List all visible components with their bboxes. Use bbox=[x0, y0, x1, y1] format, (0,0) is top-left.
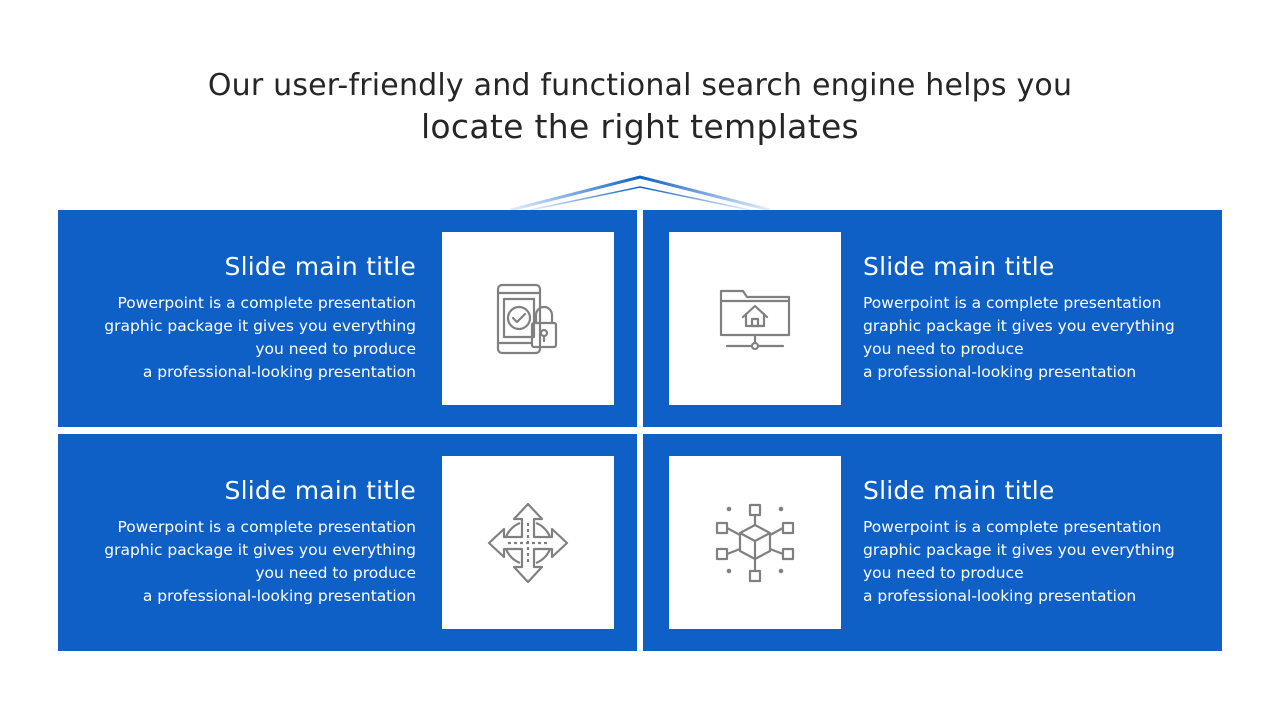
panel-body-line: a professional-looking presentation bbox=[863, 587, 1137, 605]
move-arrows-icon bbox=[487, 502, 569, 583]
panel-body-line: a professional-looking presentation bbox=[142, 363, 416, 381]
panel-body-line: you need to produce bbox=[863, 564, 1024, 582]
panel-title: Slide main title bbox=[863, 476, 1055, 505]
heading-line-2: locate the right templates bbox=[420, 107, 860, 146]
feature-panel-4: Slide main title Powerpoint is a complet… bbox=[643, 434, 1222, 651]
icon-box bbox=[669, 232, 841, 405]
panel-body-line: you need to produce bbox=[255, 564, 416, 582]
panel-body: Powerpoint is a complete presentation gr… bbox=[863, 292, 1203, 384]
panel-body-line: Powerpoint is a complete presentation bbox=[117, 294, 417, 312]
roof-decoration bbox=[510, 175, 770, 212]
panel-body-line: graphic package it gives you everything bbox=[863, 317, 1175, 335]
panel-text: Slide main title Powerpoint is a complet… bbox=[863, 250, 1203, 384]
panel-title: Slide main title bbox=[863, 252, 1055, 281]
panel-body-line: Powerpoint is a complete presentation bbox=[863, 294, 1162, 312]
panel-body: Powerpoint is a complete presentation gr… bbox=[76, 516, 416, 608]
icon-box bbox=[442, 456, 614, 629]
panel-title: Slide main title bbox=[224, 476, 416, 505]
panel-body-line: graphic package it gives you everything bbox=[104, 541, 416, 559]
panel-body-line: a professional-looking presentation bbox=[142, 587, 416, 605]
panel-text: Slide main title Powerpoint is a complet… bbox=[863, 474, 1203, 608]
cube-network-icon bbox=[715, 503, 795, 582]
panel-body: Powerpoint is a complete presentation gr… bbox=[863, 516, 1203, 608]
panel-body-line: a professional-looking presentation bbox=[863, 363, 1137, 381]
heading-line-1: Our user-friendly and functional search … bbox=[207, 68, 1073, 103]
icon-box bbox=[442, 232, 614, 405]
panel-title: Slide main title bbox=[224, 252, 416, 281]
panel-text: Slide main title Powerpoint is a complet… bbox=[76, 250, 416, 384]
feature-panel-3: Slide main title Powerpoint is a complet… bbox=[58, 434, 637, 651]
feature-panel-1: Slide main title Powerpoint is a complet… bbox=[58, 210, 637, 427]
folder-network-icon bbox=[719, 289, 791, 350]
panel-text: Slide main title Powerpoint is a complet… bbox=[76, 474, 416, 608]
panel-body-line: you need to produce bbox=[863, 340, 1024, 358]
slide-heading: Our user-friendly and functional search … bbox=[0, 66, 1280, 148]
panel-body: Powerpoint is a complete presentation gr… bbox=[76, 292, 416, 384]
panel-body-line: Powerpoint is a complete presentation bbox=[117, 518, 417, 536]
panel-body-line: Powerpoint is a complete presentation bbox=[863, 518, 1162, 536]
panel-body-line: you need to produce bbox=[255, 340, 416, 358]
panel-body-line: graphic package it gives you everything bbox=[863, 541, 1175, 559]
phone-lock-icon bbox=[496, 283, 558, 354]
panel-body-line: graphic package it gives you everything bbox=[104, 317, 416, 335]
icon-box bbox=[669, 456, 841, 629]
feature-panel-2: Slide main title Powerpoint is a complet… bbox=[643, 210, 1222, 427]
